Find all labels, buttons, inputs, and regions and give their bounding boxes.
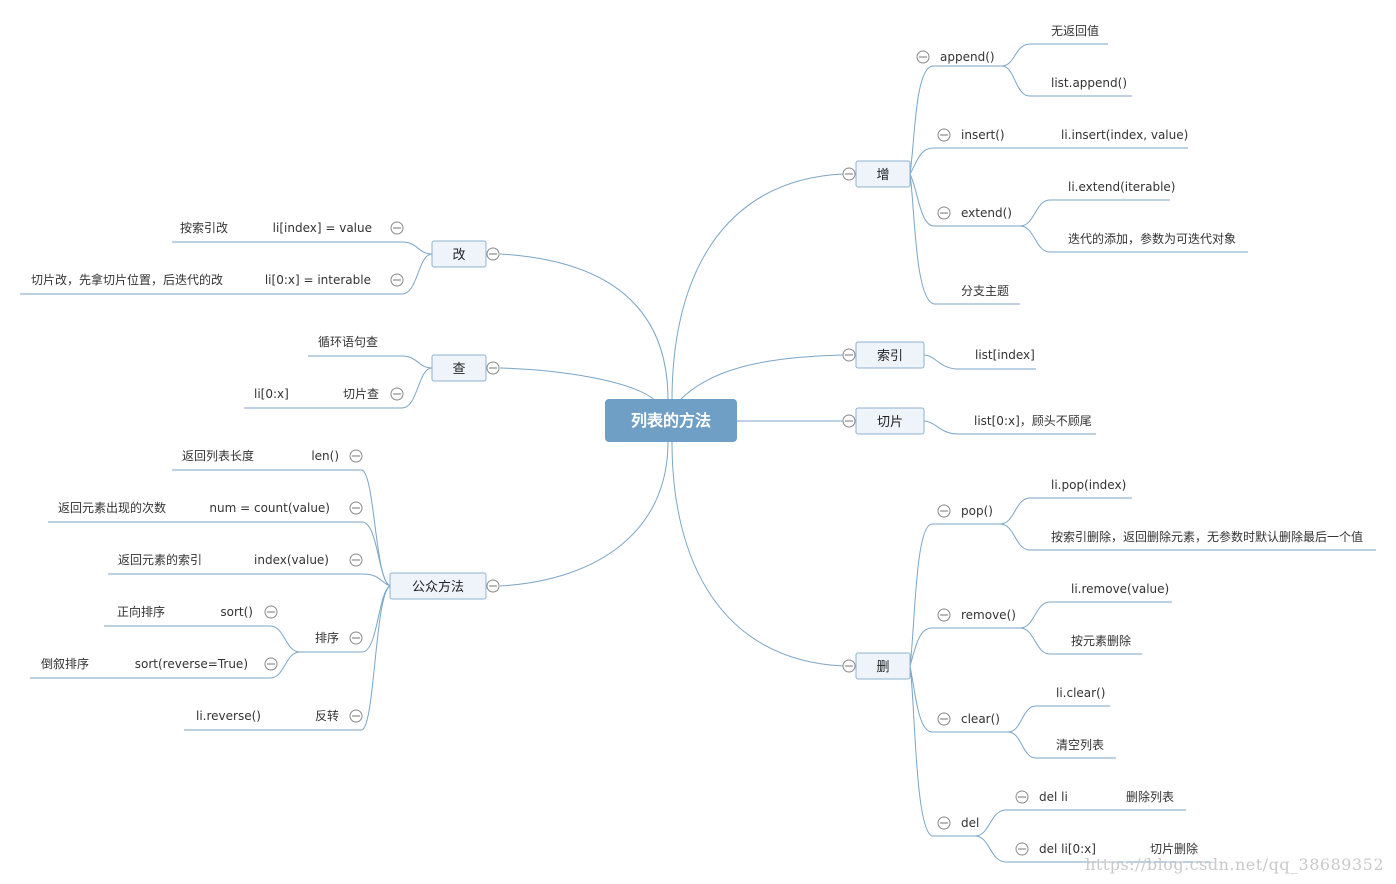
query-slice-node[interactable]: 切片查: [343, 387, 379, 401]
branch-common-label: 公众方法: [412, 579, 464, 595]
query-loop: 循环语句查: [318, 335, 378, 349]
clear-node[interactable]: clear(): [961, 712, 1000, 726]
index-node[interactable]: index(value): [254, 553, 329, 567]
branch-query[interactable]: 查: [431, 354, 487, 382]
branch-query-label: 查: [452, 362, 465, 377]
root-label: 列表的方法: [631, 411, 711, 430]
append-no-return: 无返回值: [1051, 23, 1099, 38]
del-slice-desc: 切片删除: [1150, 841, 1198, 856]
collapse-icon[interactable]: [1015, 790, 1029, 804]
branch-add-label: 增: [876, 168, 889, 183]
extend-syntax: li.extend(iterable): [1068, 180, 1175, 194]
count-node[interactable]: num = count(value): [209, 501, 330, 515]
collapse-icon[interactable]: [486, 247, 500, 261]
sort-reverse-node[interactable]: sort(reverse=True): [135, 657, 248, 671]
remove-node[interactable]: remove(): [961, 608, 1016, 622]
collapse-icon[interactable]: [349, 631, 363, 645]
watermark: https://blog.csdn.net/qq_38689352: [1085, 855, 1384, 874]
pop-syntax: li.pop(index): [1051, 478, 1126, 492]
collapse-icon[interactable]: [937, 504, 951, 518]
sort-desc: 正向排序: [117, 604, 165, 619]
append-node[interactable]: append(): [940, 50, 995, 64]
index-syntax: list[index]: [975, 348, 1035, 362]
len-node[interactable]: len(): [311, 449, 339, 463]
branch-modify-label: 改: [452, 248, 465, 263]
slice-syntax: list[0:x]，顾头不顾尾: [974, 414, 1092, 428]
remove-desc: 按元素删除: [1071, 633, 1131, 648]
del-li-node[interactable]: del li: [1039, 790, 1068, 804]
modify-index-desc: 按索引改: [180, 221, 228, 235]
collapse-icon[interactable]: [937, 206, 951, 220]
collapse-icon[interactable]: [264, 657, 278, 671]
branch-slice[interactable]: 切片: [855, 407, 925, 435]
reverse-group-node[interactable]: 反转: [315, 708, 339, 723]
pop-node[interactable]: pop(): [961, 504, 993, 518]
index-desc: 返回元素的索引: [118, 552, 202, 567]
branch-delete-label: 删: [876, 660, 889, 675]
collapse-icon[interactable]: [390, 273, 404, 287]
collapse-icon[interactable]: [842, 167, 856, 181]
extend-node[interactable]: extend(): [961, 206, 1012, 220]
collapse-icon[interactable]: [937, 712, 951, 726]
collapse-icon[interactable]: [349, 553, 363, 567]
collapse-icon[interactable]: [390, 221, 404, 235]
branch-common-methods[interactable]: 公众方法: [389, 572, 487, 600]
sort-group-node[interactable]: 排序: [315, 630, 339, 645]
collapse-icon[interactable]: [264, 605, 278, 619]
subtopic-node[interactable]: 分支主题: [961, 284, 1009, 298]
sort-node[interactable]: sort(): [220, 605, 253, 619]
collapse-icon[interactable]: [937, 608, 951, 622]
query-slice-syntax: li[0:x]: [254, 387, 289, 401]
collapse-icon[interactable]: [842, 659, 856, 673]
del-li-desc: 删除列表: [1126, 789, 1174, 804]
sort-reverse-desc: 倒叙排序: [41, 656, 89, 671]
collapse-icon[interactable]: [842, 414, 856, 428]
collapse-icon[interactable]: [390, 387, 404, 401]
pop-desc: 按索引删除，返回删除元素，无参数时默认删除最后一个值: [1051, 529, 1363, 544]
collapse-icon[interactable]: [349, 449, 363, 463]
branch-index[interactable]: 索引: [855, 341, 925, 369]
len-desc: 返回列表长度: [182, 448, 254, 463]
collapse-icon[interactable]: [937, 816, 951, 830]
del-slice-node[interactable]: del li[0:x]: [1039, 842, 1096, 856]
branch-slice-label: 切片: [877, 415, 903, 430]
insert-syntax: li.insert(index, value): [1061, 128, 1188, 142]
insert-node[interactable]: insert(): [961, 128, 1005, 142]
collapse-icon[interactable]: [937, 128, 951, 142]
extend-desc: 迭代的添加，参数为可迭代对象: [1068, 231, 1236, 246]
collapse-icon[interactable]: [916, 50, 930, 64]
clear-desc: 清空列表: [1056, 738, 1104, 752]
modify-slice-desc: 切片改，先拿切片位置，后迭代的改: [31, 272, 223, 287]
del-node[interactable]: del: [961, 816, 979, 830]
count-desc: 返回元素出现的次数: [58, 500, 166, 515]
reverse-syntax: li.reverse(): [196, 709, 261, 723]
clear-syntax: li.clear(): [1056, 686, 1105, 700]
collapse-icon[interactable]: [349, 709, 363, 723]
modify-index-syntax[interactable]: li[index] = value: [273, 221, 372, 235]
modify-slice-syntax[interactable]: li[0:x] = interable: [265, 273, 371, 287]
collapse-icon[interactable]: [486, 361, 500, 375]
branch-index-label: 索引: [877, 349, 903, 364]
append-syntax: list.append(): [1051, 76, 1127, 90]
collapse-icon[interactable]: [1015, 842, 1029, 856]
branch-delete[interactable]: 删: [855, 652, 911, 680]
root-node[interactable]: 列表的方法: [605, 399, 737, 442]
connector-lines: [20, 43, 1376, 863]
remove-syntax: li.remove(value): [1071, 582, 1169, 596]
collapse-icon[interactable]: [842, 348, 856, 362]
branch-modify[interactable]: 改: [431, 240, 487, 268]
collapse-icon[interactable]: [486, 579, 500, 593]
branch-add[interactable]: 增: [855, 160, 911, 188]
collapse-icon[interactable]: [349, 501, 363, 515]
